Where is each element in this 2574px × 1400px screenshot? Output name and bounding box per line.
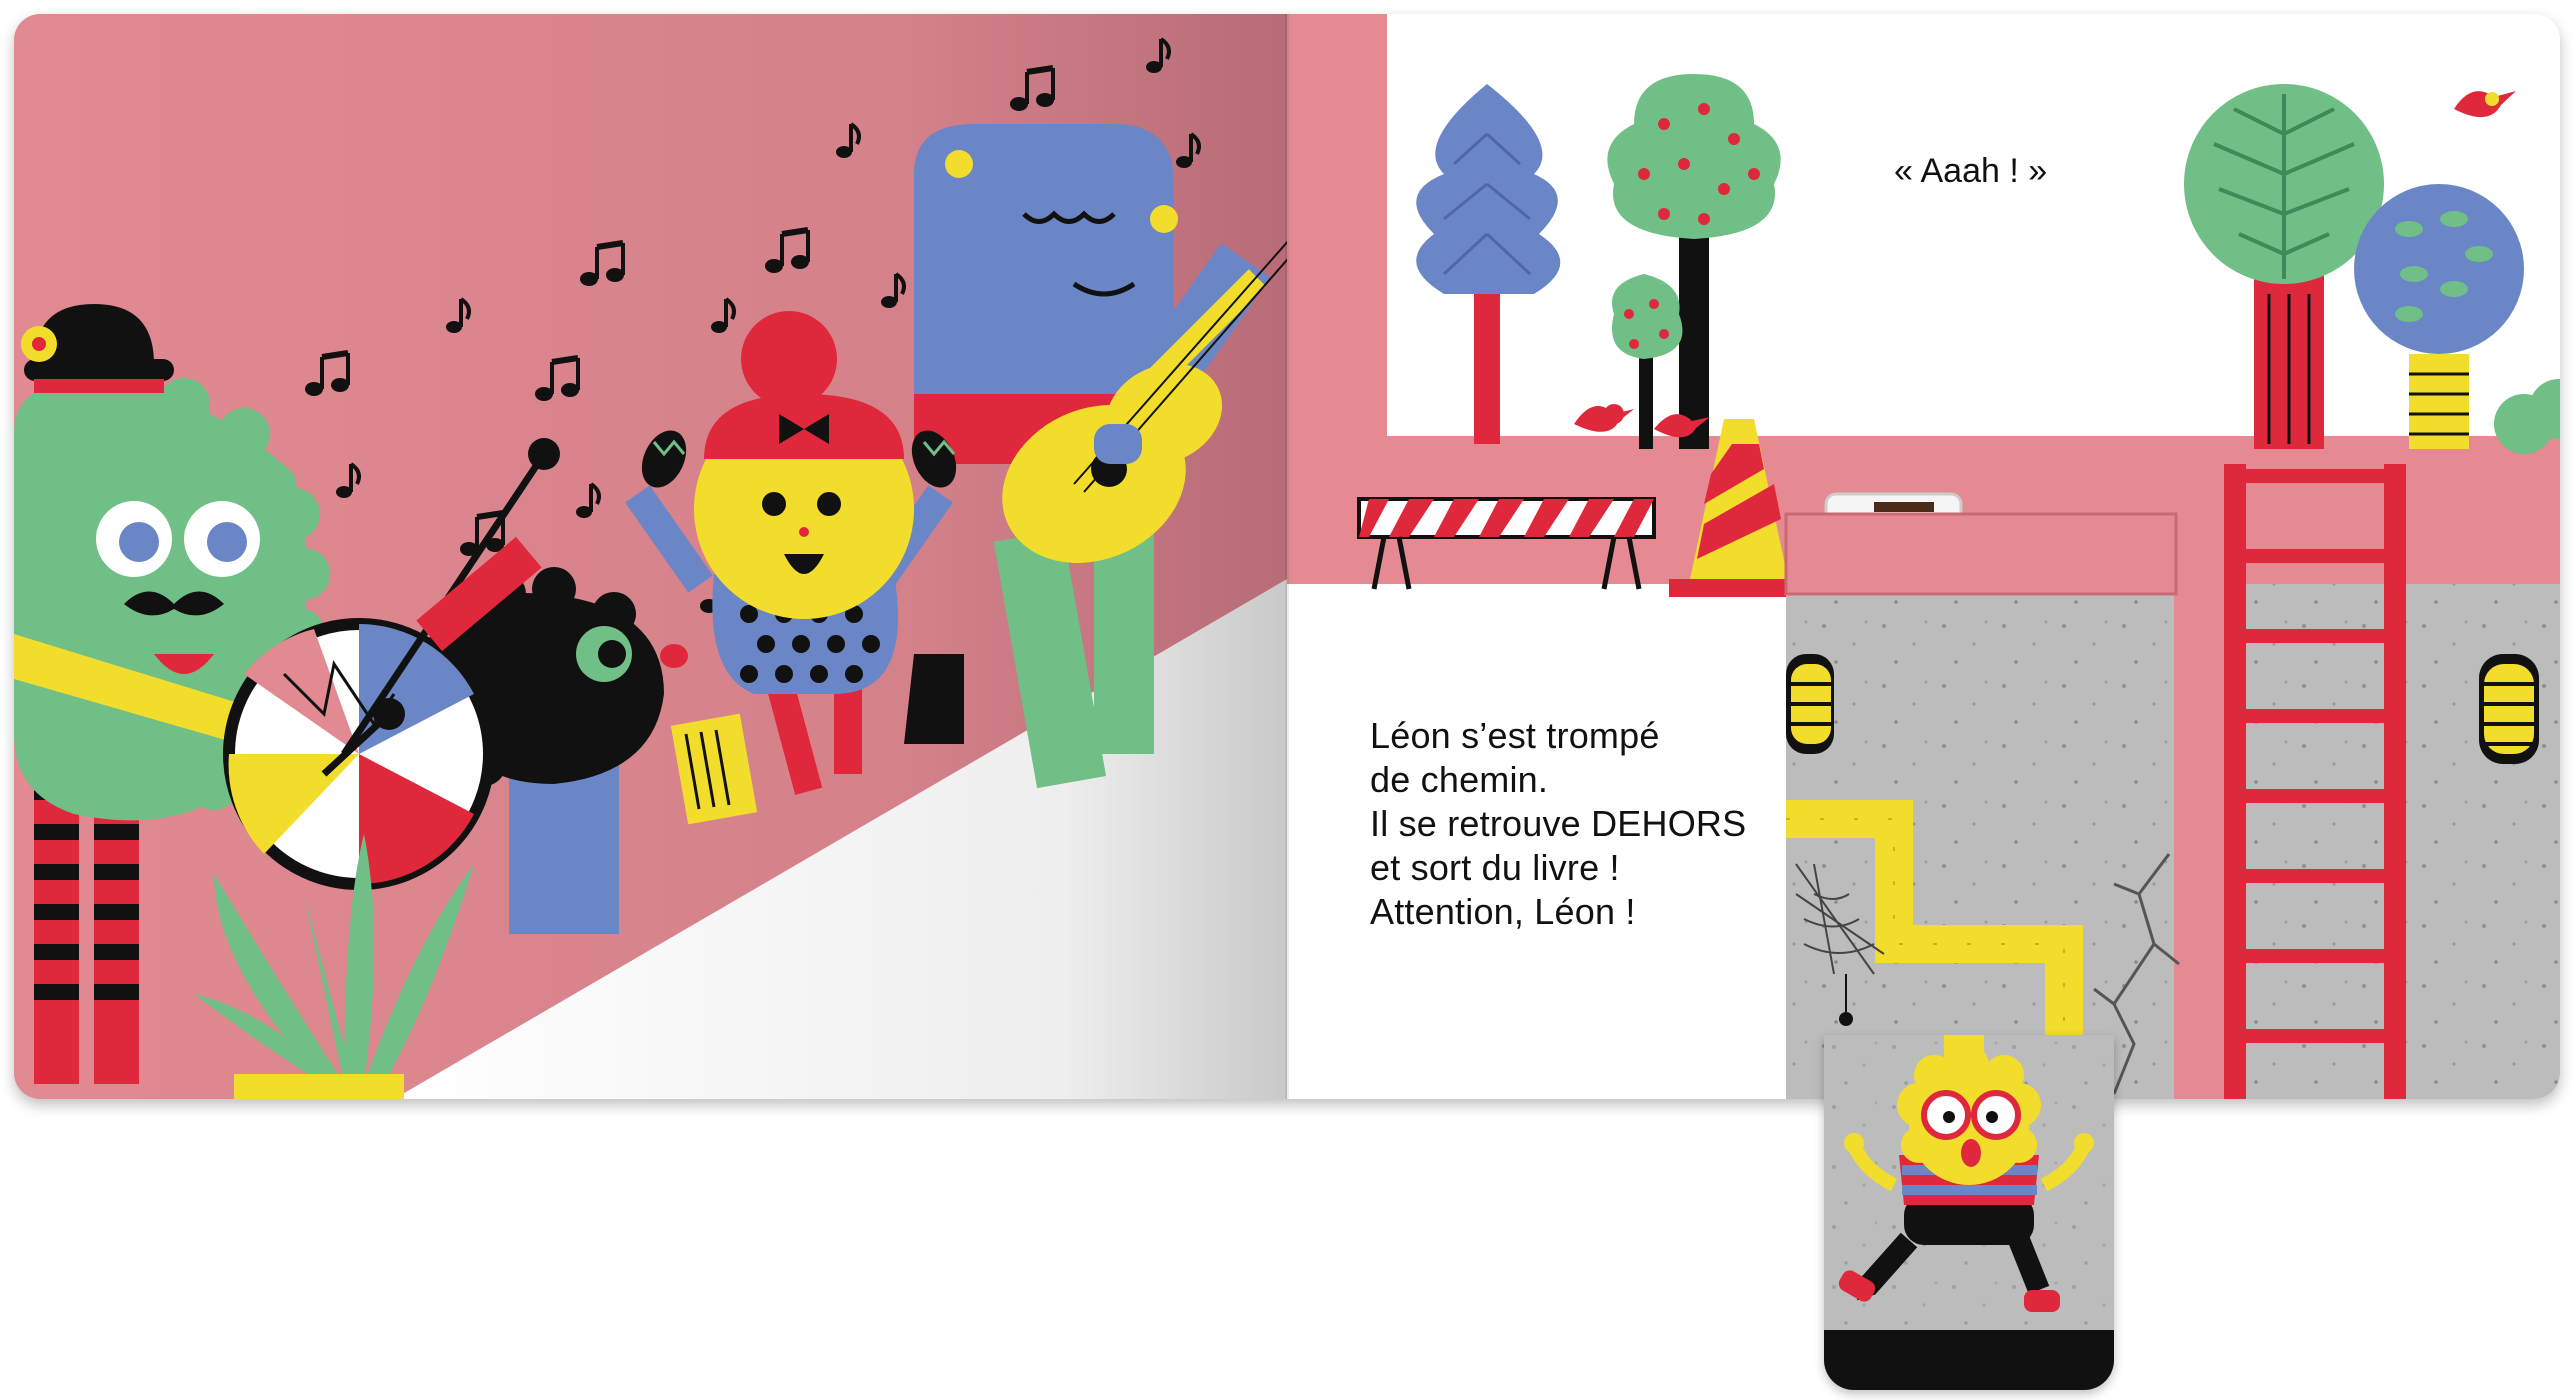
open-book: « Aaah ! » Léon s’est trompé de chemin. … — [14, 14, 2560, 1099]
story-line-4: et sort du livre ! — [1370, 847, 1620, 888]
story-line-5: Attention, Léon ! — [1370, 891, 1636, 932]
speech-bubble-text: « Aaah ! » — [1894, 152, 2048, 190]
bear-guitarist-character — [904, 124, 1374, 789]
tunnel-underground — [1784, 464, 2560, 1099]
wall-lamp-left — [1786, 654, 1834, 754]
traffic-cone — [1669, 419, 1809, 597]
wall-lamp-right — [2479, 654, 2539, 764]
maracas-girl-character — [625, 311, 957, 795]
story-text: Léon s’est trompé de chemin. Il se retro… — [1370, 714, 1746, 934]
book-illustration — [14, 14, 2560, 1099]
story-line-2: de chemin. — [1370, 759, 1549, 800]
potted-plant — [194, 834, 474, 1099]
story-line-1: Léon s’est trompé — [1370, 715, 1660, 756]
story-line-3: Il se retrouve DEHORS — [1370, 803, 1747, 844]
leon-illustration — [1824, 1035, 2114, 1390]
pull-tab-leon[interactable] — [1824, 1035, 2114, 1390]
forest-scene — [1416, 74, 2560, 454]
leon-character — [1838, 1045, 2094, 1312]
music-notes — [305, 37, 1201, 818]
road-barrier — [1357, 497, 1656, 590]
wall-crack — [2093, 853, 2180, 1095]
spider-web — [1795, 863, 1885, 975]
